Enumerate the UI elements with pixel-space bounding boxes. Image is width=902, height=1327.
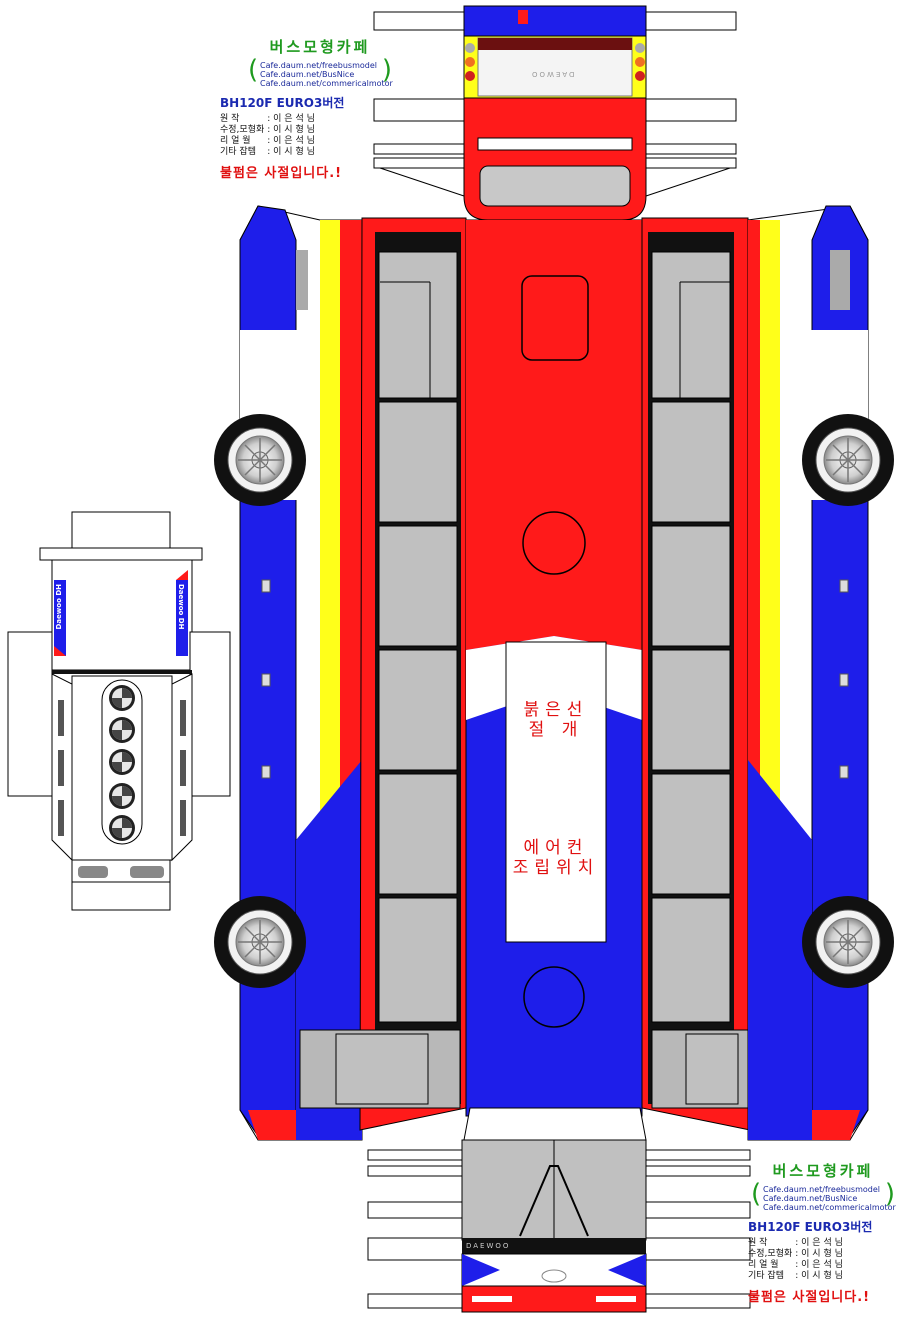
credit-name: : 이 은 석 님 xyxy=(795,1238,843,1248)
version-label: BH120F EURO3버전 xyxy=(748,1220,873,1234)
credit-name: : 이 시 형 님 xyxy=(267,125,315,135)
credit-name: : 이 은 석 님 xyxy=(795,1260,843,1270)
credit-block-top: 버스모형카페 Cafe.daum.net/freebusmodel Cafe.d… xyxy=(220,36,420,181)
no-copy-warning: 불펌은 사절입니다.! xyxy=(748,1290,871,1305)
credit-row: 원 작 : 이 은 석 님 xyxy=(748,1238,846,1249)
credit-role: 수정,모형화 xyxy=(748,1249,793,1259)
url-line: Cafe.daum.net/BusNice xyxy=(763,1194,858,1203)
credit-role: 원 작 xyxy=(748,1238,768,1248)
aircon-position-note: 에어컨 조립위치 xyxy=(512,838,600,878)
credit-role: 기타 잡템 xyxy=(220,147,256,157)
url-line: Cafe.daum.net/freebusmodel xyxy=(260,61,377,70)
rear-logo: DAEWOO xyxy=(530,70,575,78)
url-line: Cafe.daum.net/BusNice xyxy=(260,70,355,79)
credit-row: 기타 잡템 : 이 시 형 님 xyxy=(220,147,318,158)
url-line: Cafe.daum.net/commericalmotor xyxy=(763,1203,896,1212)
credit-row: 수정,모형화: 이 시 형 님 xyxy=(220,125,318,136)
credit-name: : 이 시 형 님 xyxy=(795,1249,843,1259)
credit-row: 수정,모형화: 이 시 형 님 xyxy=(748,1249,846,1260)
rear-face xyxy=(373,5,737,221)
brand-strip-left: Daewoo DH xyxy=(55,584,63,630)
brand-strip-right: Daewoo DH xyxy=(177,584,185,630)
cafe-name: 버스모형카페 xyxy=(269,38,371,56)
front-face xyxy=(367,1107,751,1313)
roof-panel xyxy=(465,219,643,1117)
credit-block-bottom: 버스모형카페 Cafe.daum.net/freebusmodel Cafe.d… xyxy=(748,1160,898,1305)
version-label: BH120F EURO3버전 xyxy=(220,96,345,110)
url-line: Cafe.daum.net/commericalmotor xyxy=(260,79,393,88)
right-side-panel xyxy=(641,205,895,1141)
credit-name: : 이 시 형 님 xyxy=(267,147,315,157)
aircon-unit xyxy=(7,511,231,911)
credit-row: 기타 잡템 : 이 시 형 님 xyxy=(748,1271,846,1282)
credit-row: 리 얼 월 : 이 은 석 님 xyxy=(748,1260,846,1271)
credit-name: : 이 시 형 님 xyxy=(795,1271,843,1281)
credit-role: 원 작 xyxy=(220,114,240,124)
roof-fold-note: 붉은선 절 개 xyxy=(523,700,589,740)
cafe-urls: Cafe.daum.net/freebusmodel Cafe.daum.net… xyxy=(751,1179,896,1214)
left-side-panel xyxy=(213,205,467,1141)
credit-role: 수정,모형화 xyxy=(220,125,265,135)
credits-table: 원 작: 이 은 석 님 수정,모형화: 이 시 형 님 리 얼 월: 이 은 … xyxy=(220,114,318,158)
no-copy-warning: 불펌은 사절입니다.! xyxy=(220,166,343,181)
cafe-urls: Cafe.daum.net/freebusmodel Cafe.daum.net… xyxy=(248,55,393,90)
credit-role: 기타 잡템 xyxy=(748,1271,784,1281)
credits-table: 원 작: 이 은 석 님 수정,모형화: 이 시 형 님 리 얼 월: 이 은 … xyxy=(748,1238,846,1282)
url-line: Cafe.daum.net/freebusmodel xyxy=(763,1185,880,1194)
credit-name: : 이 은 석 님 xyxy=(267,114,315,124)
credit-row: 원 작 : 이 은 석 님 xyxy=(220,114,318,125)
credit-row: 리 얼 월 : 이 은 석 님 xyxy=(220,136,318,147)
front-logo: DAEWOO xyxy=(466,1242,511,1250)
cafe-name: 버스모형카페 xyxy=(772,1162,874,1180)
credit-name: : 이 은 석 님 xyxy=(267,136,315,146)
credit-role: 리 얼 월 xyxy=(220,136,251,146)
credit-role: 리 얼 월 xyxy=(748,1260,779,1270)
